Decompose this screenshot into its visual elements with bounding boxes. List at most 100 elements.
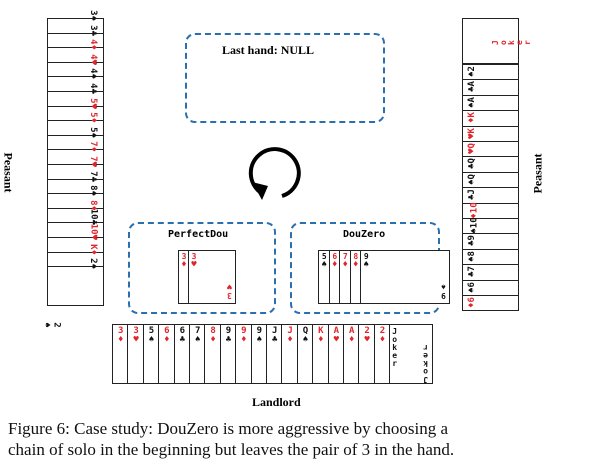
playing-card: Q♥	[462, 141, 519, 158]
card-index: 3♦	[114, 327, 127, 345]
card-index: 9♣	[466, 235, 477, 247]
card-suit-icon: ♣	[88, 88, 98, 94]
card-rank: 7	[194, 326, 201, 336]
card-suit-icon: ♦	[88, 146, 98, 153]
card-suit-icon: ♣	[466, 194, 477, 201]
card-index: 10♦	[469, 201, 480, 218]
card-rank: 10	[88, 209, 98, 220]
card-rank: 5	[88, 126, 98, 133]
card-index: 6♦	[160, 327, 173, 345]
left-peasant-label: Peasant	[1, 152, 16, 193]
card-suit-icon: ♣	[225, 335, 232, 345]
card-rank: 7	[466, 266, 477, 272]
card-rank: A	[333, 326, 339, 336]
card-index: 6♦	[331, 253, 340, 270]
card-suit-icon: ♦	[164, 335, 170, 345]
card-index: 6♣	[176, 327, 189, 345]
card-index: 2♥	[360, 327, 373, 345]
card-index: 8♠	[466, 251, 477, 262]
card-suit-icon: ♥	[466, 148, 477, 154]
card-suit-icon: ♣	[466, 240, 477, 247]
card-suit-icon: ♦	[88, 117, 98, 124]
card-rank: Q	[302, 326, 309, 336]
card-index: 10♠	[470, 217, 480, 233]
joker-label: Joker	[392, 327, 398, 368]
card-index: 9♠	[253, 327, 266, 345]
card-suit-icon: ♦	[353, 260, 359, 270]
card-rank: 6	[332, 252, 338, 261]
card-rank: 10	[469, 201, 480, 213]
joker-label: Joker	[491, 40, 532, 45]
card-suit-icon: ♣	[466, 163, 477, 170]
card-index: 6♦	[466, 297, 477, 308]
card-index: Q♣	[466, 158, 477, 170]
card-rank: Q	[466, 173, 477, 180]
joker-card: Joker	[462, 18, 532, 64]
card-rank: 2	[379, 326, 386, 336]
card-rank: 7	[88, 170, 98, 177]
card-suit-icon: ♠	[88, 263, 98, 270]
card-suit-icon: ♥	[133, 335, 139, 345]
card-suit-icon: ♠	[88, 132, 98, 138]
card-suit-icon: ♠	[466, 71, 477, 77]
card-rank: A	[466, 96, 477, 103]
card-suit-icon: ♠	[88, 73, 98, 80]
card-suit-icon: ♠	[321, 260, 327, 270]
card-rank: 6	[466, 297, 477, 303]
card-index: A♥	[330, 327, 343, 345]
card-rank: 8	[210, 326, 216, 336]
card-suit-icon: ♥	[364, 335, 370, 345]
card-suit-icon: ♣	[466, 271, 477, 278]
card-index: 7♣	[466, 266, 477, 278]
card-suit-icon: ♥	[88, 103, 98, 109]
playing-card: 9♠9♠	[360, 250, 450, 304]
card-suit-icon: ♣	[179, 335, 185, 345]
landlord-label: Landlord	[252, 395, 301, 409]
card-suit-icon: ♠	[466, 102, 477, 108]
card-index: K♦	[314, 327, 327, 345]
joker-label-rotated: Joker	[423, 343, 429, 384]
card-index: 3♦	[180, 253, 188, 270]
card-suit-icon: ♥	[88, 234, 98, 240]
card-rank: K	[466, 127, 477, 134]
card-suit-icon: ♣	[271, 335, 278, 345]
playing-card: A♠	[462, 94, 519, 112]
playing-card: 8♠	[462, 248, 519, 266]
card-suit-icon: ♠	[466, 179, 477, 185]
card-index: 3♠	[88, 10, 98, 21]
card-suit-icon: ♣	[88, 176, 98, 182]
playing-card: 2♠	[462, 64, 519, 81]
card-rank: J	[271, 326, 278, 336]
card-rank: K	[466, 112, 477, 118]
card-index: 10♥	[88, 223, 98, 240]
card-index: K♥	[466, 127, 477, 139]
card-suit-icon: ♠	[148, 335, 155, 345]
card-index: K♦	[466, 112, 477, 123]
card-suit-icon: ♥	[88, 59, 98, 65]
card-rank: A	[348, 326, 355, 336]
card-rank: 5	[88, 97, 98, 104]
card-index: K♦	[88, 244, 98, 255]
caption-line-2: chain of solo in the beginning but leave…	[8, 440, 455, 459]
card-rank: 6	[164, 326, 170, 336]
card-rank: 9	[441, 291, 446, 300]
card-index: 2♠	[466, 66, 477, 77]
card-rank: 5	[148, 326, 155, 336]
card-suit-icon: ♠	[466, 256, 477, 262]
card-rank: 10	[88, 223, 98, 235]
card-suit-icon: ♠	[88, 15, 98, 21]
card-rank: 9	[241, 326, 247, 336]
card-index: 5♠	[88, 126, 98, 138]
card-suit-icon: ♦	[88, 249, 98, 255]
last-hand-label: Last hand: NULL	[222, 43, 315, 57]
card-rank: 9	[363, 252, 369, 261]
card-index: 8♠	[88, 185, 98, 196]
card-suit-icon: ♣	[88, 30, 98, 36]
card-corner-index: 2 ♠	[41, 322, 62, 328]
card-index: 5♦	[88, 112, 98, 124]
card-index: 8♦	[206, 327, 219, 345]
card-suit-icon: ♦	[210, 335, 216, 345]
card-rank: J	[466, 189, 477, 195]
card-index: 3♥	[129, 327, 142, 345]
playing-card: 10♠	[462, 217, 519, 235]
